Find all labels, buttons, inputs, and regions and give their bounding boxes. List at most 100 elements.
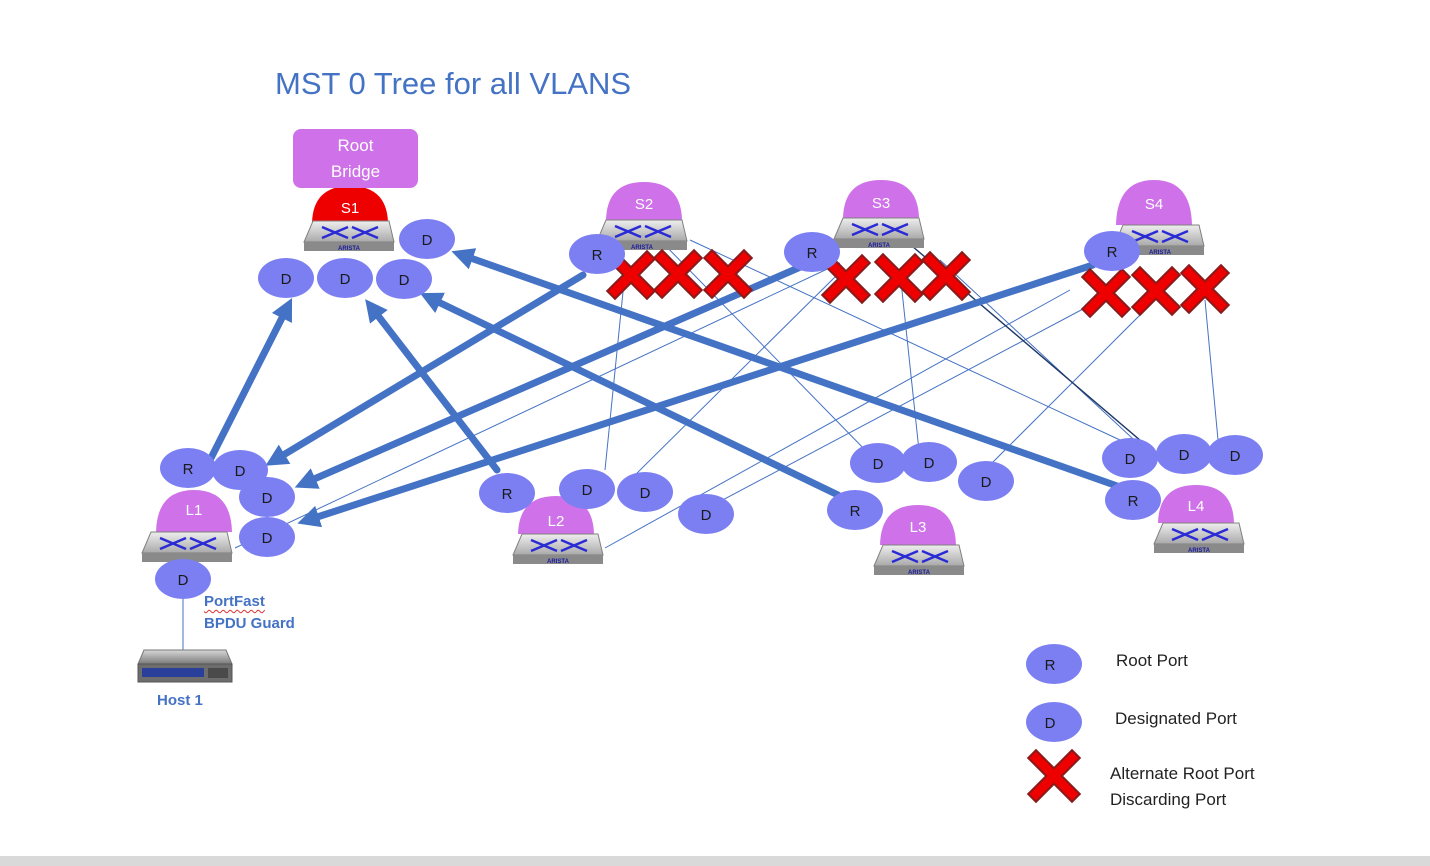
switch-label: S3 — [872, 195, 890, 212]
root-port[interactable]: R — [1084, 231, 1140, 271]
port-circle — [1156, 434, 1212, 474]
switch-label: S4 — [1145, 196, 1163, 213]
switch-s3[interactable]: S3 ARISTA — [833, 180, 925, 249]
legend-root-port-letter: R — [1045, 657, 1056, 674]
port-letter: D — [262, 530, 273, 547]
switch-label: S1 — [341, 200, 359, 217]
port-letter: R — [592, 247, 603, 264]
switch-arrows-icon — [530, 538, 588, 553]
port-circle — [678, 494, 734, 534]
root-bridge-line-2: Bridge — [330, 162, 381, 181]
blocked-port-x-icon — [920, 250, 972, 302]
switch-front — [874, 566, 964, 575]
vendor-label: ARISTA — [631, 245, 654, 251]
blocked-port-x-icon — [1080, 267, 1132, 319]
switch-l1[interactable]: L1 — [141, 490, 233, 562]
port-circle — [160, 448, 216, 488]
vendor-label: ARISTA — [1188, 548, 1211, 554]
port-letter: D — [340, 271, 351, 288]
switch-top — [873, 544, 965, 567]
port-circle — [1105, 480, 1161, 520]
designated-port[interactable]: D — [958, 461, 1014, 501]
blocked-port-x-icon — [1130, 265, 1182, 317]
bottom-bar — [0, 856, 1430, 866]
legend-root-port-label: Root Port — [1116, 651, 1188, 670]
designated-port[interactable]: D — [258, 258, 314, 298]
vendor-label: ARISTA — [908, 570, 931, 576]
port-letter: D — [582, 482, 593, 499]
port-circle — [958, 461, 1014, 501]
switch-top — [512, 533, 604, 556]
designated-port[interactable]: D — [399, 219, 455, 259]
designated-port[interactable]: D — [1207, 435, 1263, 475]
switch-s2[interactable]: S2 ARISTA — [596, 182, 688, 251]
designated-port[interactable]: D — [376, 259, 432, 299]
port-letter: R — [1107, 244, 1118, 261]
tree-links — [206, 248, 1124, 528]
port-circle — [399, 219, 455, 259]
switch-front — [304, 242, 394, 251]
vendor-label: ARISTA — [547, 559, 570, 565]
port-letter: D — [262, 490, 273, 507]
designated-port[interactable]: D — [617, 472, 673, 512]
designated-port[interactable]: D — [559, 469, 615, 509]
blocked-port-x-icon — [820, 253, 872, 305]
switch-front — [834, 239, 924, 248]
switch-front — [513, 555, 603, 564]
port-letter: D — [178, 572, 189, 589]
port-circle — [155, 559, 211, 599]
port-letter: D — [422, 232, 433, 249]
host-server-icon[interactable] — [137, 649, 233, 683]
designated-port[interactable]: D — [678, 494, 734, 534]
port-letter: D — [281, 271, 292, 288]
switch-arrows-icon — [614, 224, 672, 239]
port-letter: D — [701, 507, 712, 524]
switch-top — [303, 220, 395, 243]
switch-s1[interactable]: S1 ARISTA — [303, 186, 395, 252]
tree-arrow-s3-l1 — [294, 261, 809, 489]
designated-port[interactable]: D — [1102, 438, 1158, 478]
port-circle — [239, 477, 295, 517]
designated-port[interactable]: D — [850, 443, 906, 483]
tree-arrow-l1-s1 — [206, 298, 293, 464]
port-circle — [617, 472, 673, 512]
port-letter: D — [981, 474, 992, 491]
root-port[interactable]: R — [784, 232, 840, 272]
port-circle — [1102, 438, 1158, 478]
designated-port[interactable]: D — [1156, 434, 1212, 474]
port-letter: D — [399, 272, 410, 289]
switch-arrows-icon — [321, 225, 379, 240]
designated-port[interactable]: D — [901, 442, 957, 482]
root-bridge-line-1: Root — [337, 136, 374, 155]
physical-links — [182, 239, 1219, 680]
designated-port[interactable]: D — [239, 477, 295, 517]
switch-label-bg — [606, 182, 682, 220]
switch-l3[interactable]: L3 ARISTA — [873, 505, 965, 576]
root-port[interactable]: R — [1105, 480, 1161, 520]
port-letter: D — [1230, 448, 1241, 465]
designated-port[interactable]: D — [239, 517, 295, 557]
switch-label-bg — [1158, 485, 1234, 523]
switch-arrows-icon — [1131, 229, 1189, 244]
port-circle — [317, 258, 373, 298]
port-letter: R — [850, 503, 861, 520]
root-port[interactable]: R — [827, 490, 883, 530]
port-letter: R — [1128, 493, 1139, 510]
root-port[interactable]: R — [479, 473, 535, 513]
portfast-note: PortFast — [204, 593, 265, 610]
port-circle — [239, 517, 295, 557]
switch-arrows-icon — [159, 536, 217, 551]
switch-l4[interactable]: L4 ARISTA — [1153, 485, 1245, 554]
port-circle — [559, 469, 615, 509]
root-port[interactable]: R — [569, 234, 625, 274]
designated-port[interactable]: D — [155, 559, 211, 599]
port-circle — [479, 473, 535, 513]
host-label: Host 1 — [157, 692, 203, 709]
designated-port[interactable]: D — [317, 258, 373, 298]
switch-s4[interactable]: S4 ARISTA — [1113, 180, 1205, 256]
port-letter: R — [502, 486, 513, 503]
legend-designated-port-icon — [1026, 702, 1082, 742]
legend-designated-port-letter: D — [1045, 715, 1056, 732]
switch-top — [833, 217, 925, 240]
root-port[interactable]: R — [160, 448, 216, 488]
